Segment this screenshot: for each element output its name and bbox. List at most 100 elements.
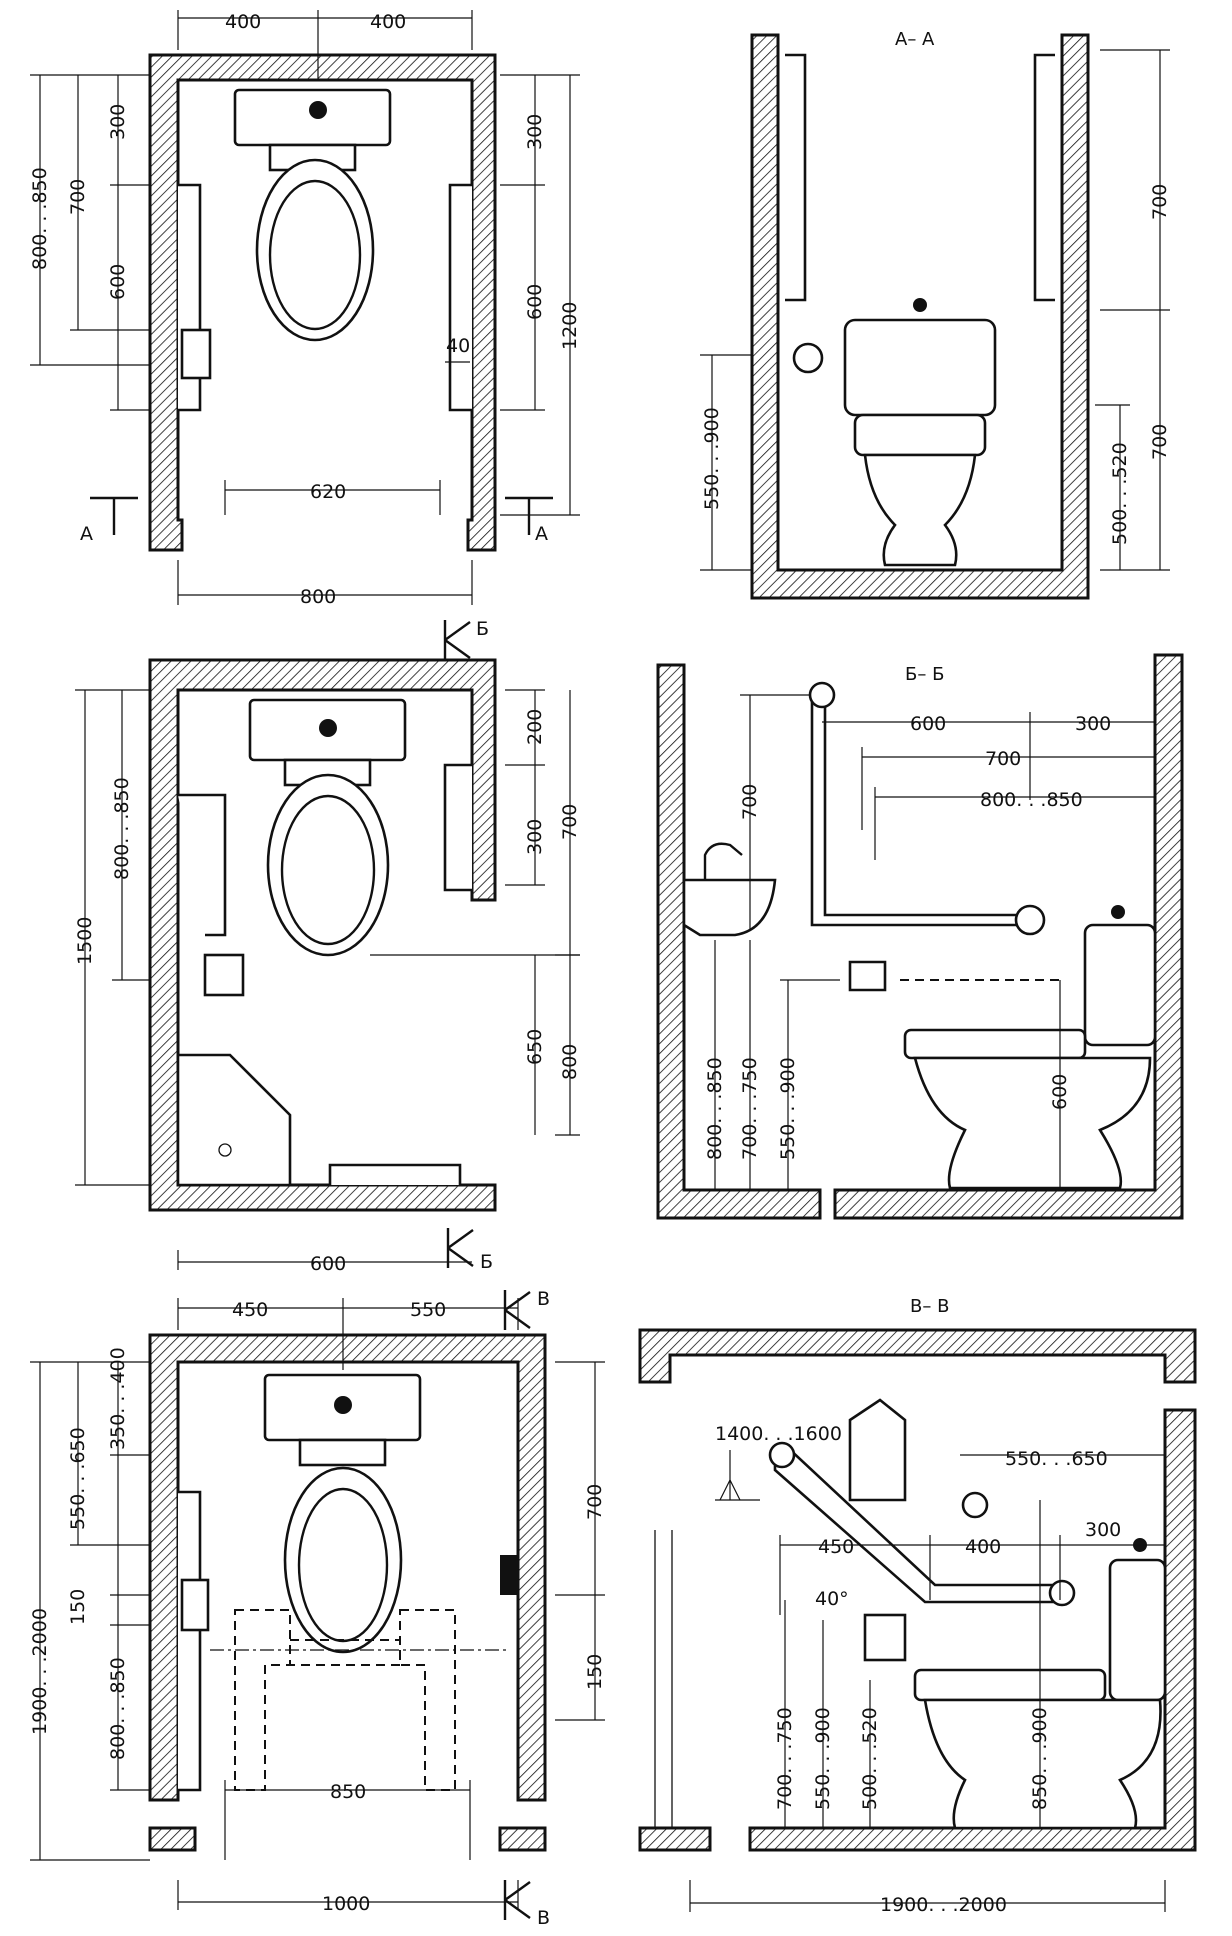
flush-button-2-icon (319, 719, 337, 737)
dim-s3-mid-r: 400 (965, 1536, 1001, 1558)
dim-s2-v1: 800. . .850 (704, 1057, 726, 1160)
dim-p3-top-right: 550 (410, 1299, 446, 1321)
section-3-dims (689, 1450, 1166, 1912)
dim-p2-right-e: 800 (559, 1044, 581, 1080)
paper-holder-3 (180, 1578, 210, 1632)
cut-marker-b-top (443, 620, 471, 660)
dim-s3-bottom: 1900. . .2000 (880, 1894, 1007, 1916)
dim-left-b: 300 (107, 104, 129, 140)
plan-3: 450 550 1900. . .2000 350. . .400 550. .… (29, 1288, 606, 1929)
section-1-wall (750, 33, 1090, 600)
dim-p3-left-c: 150 (67, 1589, 89, 1625)
cut-marker-a-right (505, 496, 553, 535)
flush-button-icon (309, 101, 327, 119)
dim-right-total: 1200 (559, 302, 581, 350)
section-title-vv: В– В (910, 1296, 949, 1317)
dim-s1-right-upper: 700 (1149, 184, 1171, 220)
section-2-wall (656, 663, 822, 1220)
grab-bar-left-v (785, 53, 807, 302)
toilet-bowl-inner (268, 179, 362, 331)
wash-basin (682, 878, 777, 937)
grab-bar-3-left (178, 1490, 202, 1792)
dim-p2-right-b: 300 (524, 819, 546, 855)
cut-letter-v-top: В (537, 1288, 550, 1310)
flush-button-3-icon (334, 1396, 352, 1414)
section-3-floor-left (638, 1826, 712, 1852)
dim-bottom: 800 (300, 586, 336, 608)
dim-right-a: 300 (524, 114, 546, 150)
dim-left-c: 600 (107, 264, 129, 300)
dim-s3-arrow: 1400. . .1600 (715, 1423, 842, 1445)
toilet-bowl (255, 158, 375, 342)
plan-1-wall (148, 53, 497, 552)
dim-top-left: 400 (225, 11, 261, 33)
seat-hinge-3 (298, 1438, 387, 1467)
cut-marker-b-bottom (446, 1228, 474, 1268)
grab-bar-2-left (178, 793, 227, 937)
corner-basin (176, 1053, 292, 1187)
wall-fitting-3 (500, 1555, 518, 1595)
toilet-bowl-3 (283, 1466, 403, 1654)
dim-s3-v4: 850. . .900 (1029, 1707, 1051, 1810)
cut-letter-a-right: А (535, 523, 548, 545)
section-3-ceiling (638, 1328, 1197, 1384)
dim-s1-right-lower: 700 (1149, 424, 1171, 460)
plan-3-dims (30, 1298, 605, 1910)
dim-s3-v3: 500. . .520 (859, 1707, 881, 1810)
cut-letter-b-top: Б (476, 618, 489, 640)
dim-door: 620 (310, 481, 346, 503)
dim-s2-top-a: 600 (910, 713, 946, 735)
cut-marker-a-left (90, 496, 138, 535)
dim-p2-right-a: 200 (524, 709, 546, 745)
dim-s2-grab-h: 700 (739, 784, 761, 820)
dim-p3-bottom: 1000 (322, 1893, 370, 1915)
dim-s3-v1: 700. . .750 (774, 1707, 796, 1810)
section-v-v: В– В 1400. . .1600 550. . .6 (638, 1296, 1197, 1916)
dim-s2-mid: 700 (985, 748, 1021, 770)
section-2-wall-right (833, 653, 1184, 1220)
pedestal-v (923, 1698, 1162, 1830)
grab-bar-right-v (1033, 53, 1055, 302)
dim-s2-v2: 700. . .750 (739, 1057, 761, 1160)
dim-p3-left-d: 800. . .850 (107, 1657, 129, 1760)
paper-roll (792, 342, 824, 374)
dim-s2-top-b: 300 (1075, 713, 1111, 735)
grab-bar-top-end (808, 681, 836, 709)
dim-s1-right-a: 500. . .520 (1109, 442, 1131, 545)
section-title-aa: А– А (895, 29, 935, 50)
pedestal-b (913, 1056, 1152, 1190)
dim-s3-top-r: 550. . .650 (1005, 1448, 1108, 1470)
paper-holder-v (863, 1613, 907, 1662)
grab-bar-end (1014, 904, 1046, 936)
dim-p2-right-c: 700 (559, 804, 581, 840)
plan-1: 400 400 800. . .850 700 300 600 300 600 … (29, 10, 581, 608)
dim-s3-far-r: 300 (1085, 1519, 1121, 1541)
dim-p2-left-total: 1500 (74, 917, 96, 965)
cistern-side (843, 318, 997, 417)
paper-holder (180, 328, 212, 380)
dim-p3-right-a: 700 (584, 1484, 606, 1520)
paper-holder-2 (203, 953, 245, 997)
flush-knob-b-icon (1111, 905, 1125, 919)
plan-3-wall-bottom-left (148, 1826, 197, 1852)
seat-v (913, 1668, 1107, 1702)
cut-marker-v-top (503, 1290, 531, 1330)
dim-top-right: 400 (370, 11, 406, 33)
section-2-dims (714, 694, 1155, 1190)
dim-p3-right-b: 150 (584, 1654, 606, 1690)
cistern-v (1108, 1558, 1167, 1702)
toilet-bowl-2-inner (280, 794, 376, 946)
plan-1-dims (30, 10, 580, 605)
plan-2: 1500 800. . .850 200 300 700 650 800 600… (74, 618, 581, 1275)
cut-marker-v-bottom (503, 1880, 531, 1920)
dim-s2-v3: 550. . .900 (777, 1057, 799, 1160)
cistern (233, 88, 392, 147)
basin-drain-icon (218, 1143, 232, 1157)
seat-side (853, 413, 987, 457)
plan-2-dims (75, 689, 580, 1270)
door-jamb (654, 1530, 673, 1828)
cut-letter-b-bottom: Б (480, 1251, 493, 1273)
dim-p3-left-a: 350. . .400 (107, 1347, 129, 1450)
cut-letter-a-left: А (80, 523, 93, 545)
